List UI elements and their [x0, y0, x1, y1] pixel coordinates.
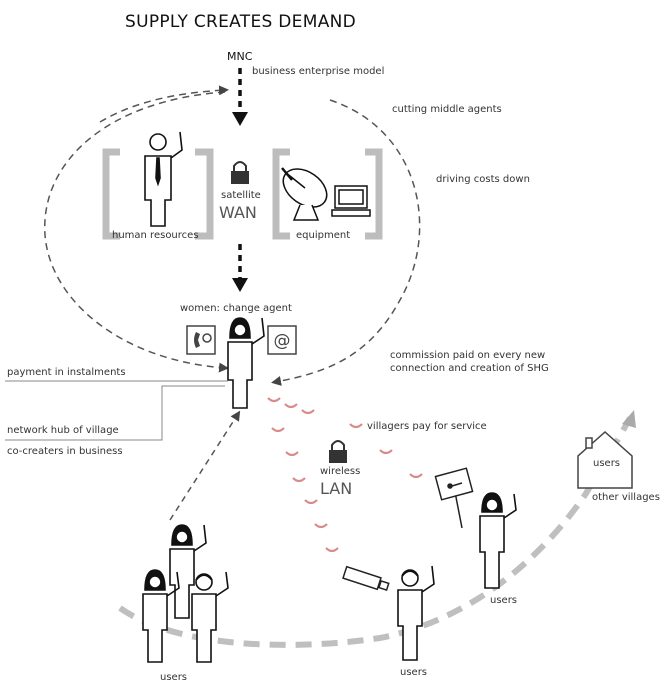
- commission-label-line2: connection and creation of SHG: [390, 363, 549, 374]
- at-sign-icon: @: [267, 325, 297, 355]
- page-title: SUPPLY CREATES DEMAND: [125, 12, 357, 32]
- business-model-label: business enterprise model: [252, 66, 385, 77]
- co-creaters-label: co-creaters in business: [7, 446, 123, 457]
- cutting-middle-label: cutting middle agents: [392, 104, 502, 115]
- bracket-eq-right: [365, 148, 383, 240]
- villagers-pay-label: villagers pay for service: [367, 421, 487, 432]
- satellite-label: satellite: [221, 190, 261, 201]
- mnc-arrow-head: [232, 112, 248, 126]
- users-middle-label: users: [400, 667, 428, 678]
- padlock-icon-lan: [329, 440, 347, 463]
- mnc-label: MNC: [227, 50, 253, 63]
- bracket-eq-left: [272, 148, 290, 240]
- house-users-label: users: [593, 458, 621, 469]
- satellite-dish-icon: [281, 167, 328, 221]
- business-cycle-loop-top: [99, 85, 229, 123]
- user-woman-right-figure: [479, 492, 517, 589]
- network-hub-label: network hub of village: [7, 425, 119, 436]
- bracket-hr-left: [102, 148, 120, 240]
- payment-instalments-label: payment in instalments: [7, 367, 126, 378]
- usb-dongle-icon: [342, 565, 390, 591]
- business-cycle-loop: [44, 91, 229, 373]
- business-cycle-loop-right: [271, 99, 421, 386]
- padlock-icon: [231, 161, 249, 184]
- driving-costs-label: driving costs down: [436, 174, 530, 185]
- users-left-label: users: [160, 672, 188, 683]
- svg-text:@: @: [274, 331, 291, 351]
- wan-arrow-head: [232, 278, 248, 292]
- users-to-agent-arrow: [169, 410, 241, 521]
- businessman-figure: [144, 131, 183, 227]
- bracket-hr-right: [195, 148, 214, 240]
- lan-label: LAN: [320, 479, 353, 498]
- other-villages-label: other villages: [592, 492, 660, 503]
- house-icon: [577, 430, 633, 489]
- computer-icon: [331, 185, 371, 217]
- commission-label-line1: commission paid on every new: [390, 350, 546, 361]
- wan-label: WAN: [219, 203, 257, 222]
- user-man-middle-figure: [397, 565, 435, 661]
- village-path-head: [622, 410, 636, 428]
- equipment-label: equipment: [296, 230, 351, 241]
- sign-board-icon: [434, 467, 474, 529]
- women-change-agent-label: women: change agent: [180, 303, 292, 314]
- woman-change-agent-figure: [227, 317, 265, 409]
- wireless-label: wireless: [320, 466, 361, 477]
- user-group-left-figures: [142, 524, 229, 663]
- network-hub-connector: [5, 385, 225, 441]
- users-right-label: users: [490, 595, 518, 606]
- human-resources-label: human resources: [112, 230, 199, 241]
- wireless-signal: [267, 397, 423, 553]
- phone-icon: [186, 325, 216, 355]
